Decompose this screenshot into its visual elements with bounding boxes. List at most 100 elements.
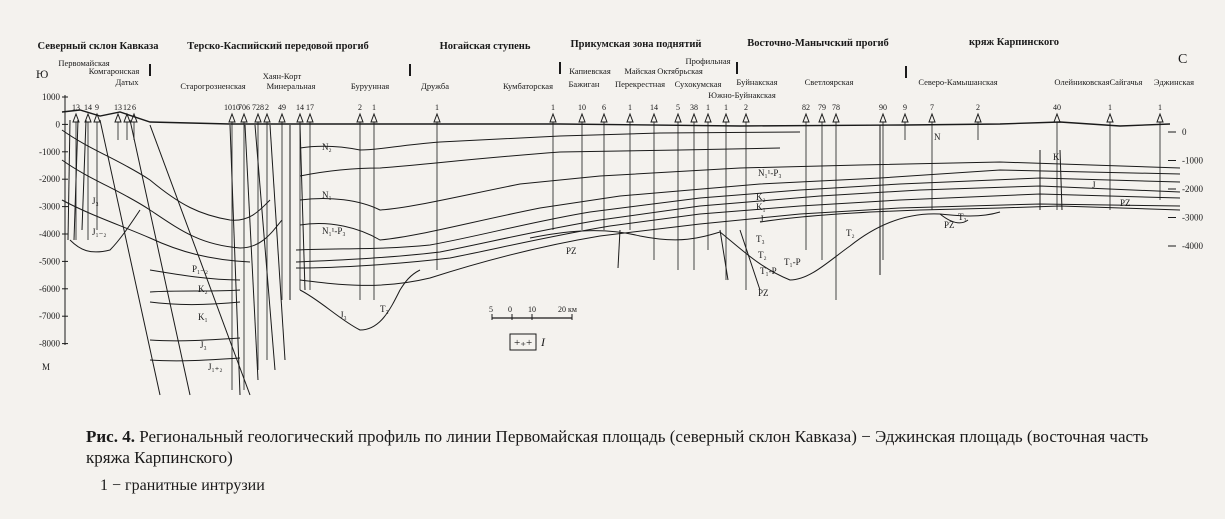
area-label: Сухокумская: [675, 79, 722, 89]
well-marker: [690, 112, 698, 123]
strat-label: T₂: [758, 250, 767, 260]
strat-label: K₂: [198, 284, 208, 294]
region-label: Северный склон Кавказа: [38, 41, 160, 52]
area-label: Датых: [115, 77, 139, 87]
well-marker: [296, 112, 304, 123]
region-label: Терско-Каспийский передовой прогиб: [187, 41, 369, 52]
region-boundaries: [149, 62, 907, 78]
area-label: Бажиган: [569, 79, 600, 89]
well-marker: [974, 112, 982, 123]
south-marker: Ю: [36, 67, 48, 81]
well-number: 1: [435, 103, 439, 112]
well-marker: [742, 112, 750, 123]
well-number: 1: [372, 103, 376, 112]
area-label: Профильная: [685, 56, 730, 66]
strat-label: T₃: [380, 304, 389, 314]
well: 82: [802, 103, 810, 250]
legend-symbol-label: I: [540, 335, 546, 349]
well-marker: [1106, 112, 1114, 123]
well: 78: [832, 103, 840, 300]
well: 14: [84, 103, 92, 240]
depth-tick-label: -1000: [1182, 156, 1203, 166]
surface-line: [61, 109, 1171, 127]
well-number: 49: [278, 103, 286, 112]
well-marker: [114, 112, 122, 123]
strat-label: J: [760, 214, 764, 224]
area-label: Комгаронская: [89, 66, 140, 76]
region-label: Ногайская ступень: [440, 41, 531, 52]
well-number: 13: [72, 103, 80, 112]
strat-label: PZ: [944, 220, 955, 230]
well: 38: [690, 103, 698, 270]
well-marker: [263, 112, 271, 123]
well-number: 2: [976, 103, 980, 112]
area-label: Первомайская: [58, 58, 109, 68]
well-marker: [84, 112, 92, 123]
depth-tick-label: -6000: [39, 284, 60, 294]
well-marker: [650, 112, 658, 123]
area-label: Северо-Камышанская: [918, 77, 997, 87]
well: 2: [356, 103, 364, 300]
strata-labels: N₂ N₁ N₁¹-P₃ J₃ J₁₋₂ P₁₋₂ K₂ K₁ J₃ J₁₊₂ …: [92, 132, 1131, 372]
strat-label: J: [1092, 180, 1096, 190]
region-label: Восточно-Манычский прогиб: [747, 38, 889, 49]
well-marker: [600, 112, 608, 123]
well: 1: [433, 103, 441, 270]
well-number: 6: [132, 103, 136, 112]
strat-label: K₁: [756, 202, 766, 212]
well: 1: [722, 103, 730, 280]
well: 1: [704, 103, 712, 250]
well-marker: [704, 112, 712, 123]
area-label: Майская: [624, 66, 655, 76]
depth-tick-label: -1000: [39, 147, 60, 157]
depth-tick-label: 0: [1182, 127, 1187, 137]
well-number: 90: [879, 103, 887, 112]
faults: [67, 119, 1063, 396]
area-label: Октябрьская: [657, 66, 703, 76]
depth-tick-label: 0: [56, 119, 61, 129]
well-number: 78: [832, 103, 840, 112]
figure-caption: Рис. 4. Региональный геологический профи…: [86, 426, 1196, 468]
strat-label: N₂: [322, 142, 332, 152]
well: 49: [278, 103, 286, 300]
well-marker: [228, 112, 236, 123]
area-label: Кумбаторская: [503, 81, 553, 91]
region-label: кряж Карпинского: [969, 37, 1059, 48]
area-label: Минеральная: [267, 81, 316, 91]
strat-label: J₃: [340, 310, 347, 320]
well-marker: [802, 112, 810, 123]
area-label: Капиевская: [569, 66, 611, 76]
strat-label: J₃: [200, 340, 207, 350]
strat-label: PZ: [566, 246, 577, 256]
granite-symbol: +₊+: [514, 337, 532, 349]
well-number: 2: [744, 103, 748, 112]
well-number: 9: [903, 103, 907, 112]
depth-tick-label: -3000: [1182, 213, 1203, 223]
well: 706: [238, 103, 250, 390]
area-label: Светлоярская: [805, 77, 854, 87]
scale-tick: 10: [528, 305, 536, 314]
area-label: Хаян-Корт: [263, 71, 302, 81]
well-marker: [928, 112, 936, 123]
well-number: 10: [578, 103, 586, 112]
strat-label: K: [1053, 152, 1060, 162]
well-number: 82: [802, 103, 810, 112]
well-number: 2: [265, 103, 269, 112]
well-number: 17: [306, 103, 314, 112]
well-number: 14: [296, 103, 304, 112]
depth-tick-label: -8000: [39, 339, 60, 349]
strat-label: K₁: [198, 312, 208, 322]
well: 2: [974, 103, 982, 140]
well-number: 706: [238, 103, 250, 112]
well: 1: [549, 103, 557, 230]
well-marker: [674, 112, 682, 123]
well-number: 1: [551, 103, 555, 112]
strat-label: J₁₊₂: [208, 362, 223, 372]
depth-tick-label: -5000: [39, 256, 60, 266]
well: 2: [263, 103, 271, 360]
scale-tick: 5: [489, 305, 493, 314]
well-marker: [1156, 112, 1164, 123]
area-label: Южно-Буйнакская: [708, 90, 776, 100]
strat-label: N₁¹-P₃: [322, 226, 345, 236]
strat-label: N₁: [322, 190, 332, 200]
